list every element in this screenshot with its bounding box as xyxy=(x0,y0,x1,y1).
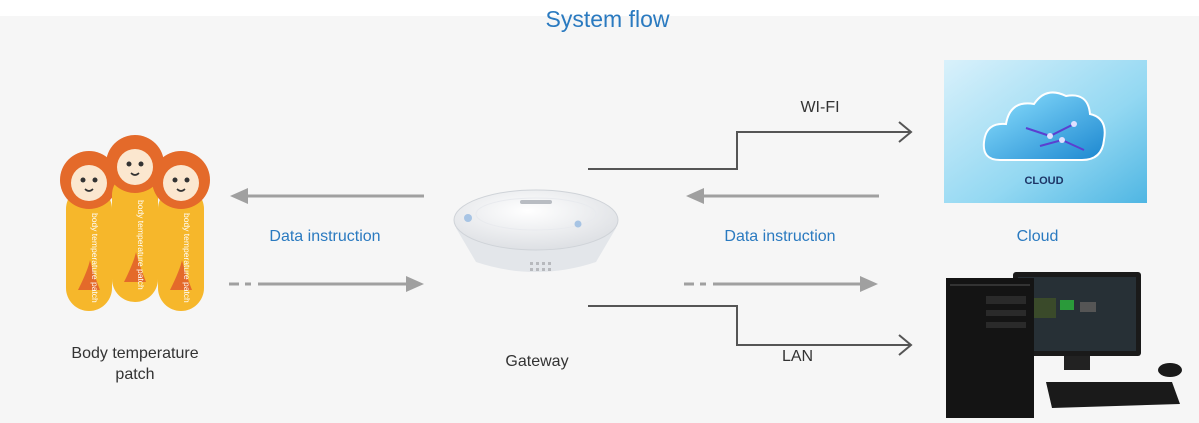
arrow-cloud-to-gateway xyxy=(686,188,879,204)
right-data-instruction-label: Data instruction xyxy=(724,228,836,245)
patch-strip-middle xyxy=(106,135,164,302)
cloud-label: Cloud xyxy=(1016,228,1059,245)
cloud-logo-text: CLOUD xyxy=(1024,175,1063,187)
patch-strip-right xyxy=(152,151,210,311)
wifi-label: WI-FI xyxy=(800,99,840,116)
lan-label: LAN xyxy=(781,348,814,365)
computer-image xyxy=(946,272,1182,418)
patch-strip-text: body temperature patch xyxy=(182,213,192,303)
body-temperature-patch-image: body temperature patch body temperature … xyxy=(60,135,210,311)
cloud-image: CLOUD xyxy=(944,60,1147,203)
patch-strip-text: body temperature patch xyxy=(136,200,146,290)
arrow-patch-to-gateway xyxy=(229,276,424,292)
lan-connection-line xyxy=(588,305,913,356)
arrow-gateway-to-patch xyxy=(230,188,424,204)
gateway-label: Gateway xyxy=(505,353,569,370)
patch-strip-text: body temperature patch xyxy=(90,213,100,303)
page-title: System flow xyxy=(545,6,670,32)
wifi-connection-line xyxy=(588,121,913,170)
arrow-gateway-to-computer xyxy=(684,276,878,292)
left-data-instruction-label: Data instruction xyxy=(269,228,381,245)
patch-label: Body temperature patch xyxy=(71,345,199,383)
patch-strip-left xyxy=(60,151,118,311)
gateway-device-image xyxy=(453,189,619,272)
